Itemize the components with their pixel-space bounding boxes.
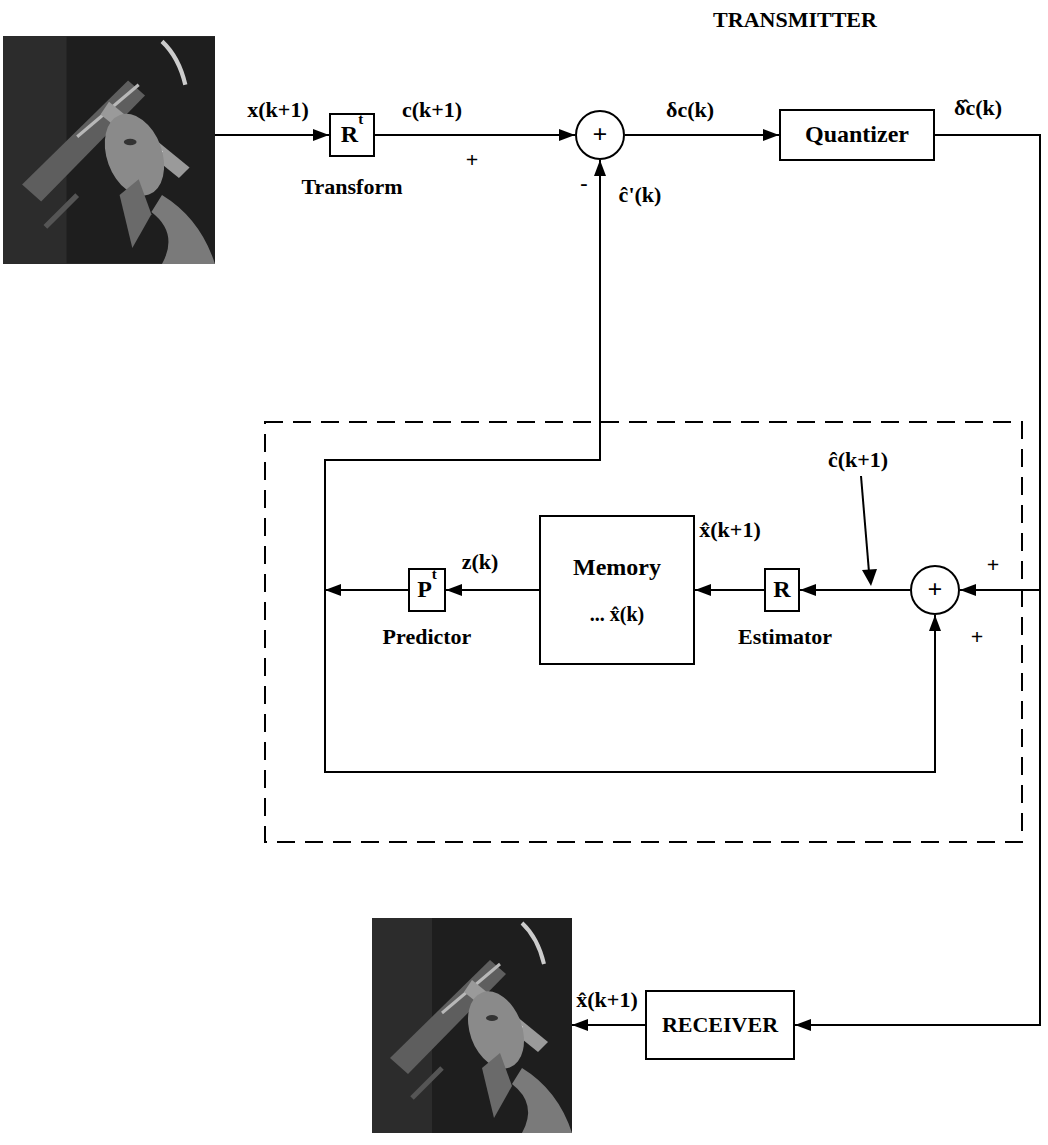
- edge-label: z(k): [462, 549, 499, 574]
- label-wrap: Transform: [301, 174, 402, 199]
- label-wrap: Estimator: [738, 624, 832, 649]
- quantizer-box: Quantizer: [779, 109, 935, 161]
- leader-line: [861, 476, 869, 572]
- leader-arrowhead: [862, 569, 877, 586]
- label-wrap: ĉ(k+1): [828, 447, 888, 472]
- label-wrap: +: [466, 147, 479, 172]
- signal-label: δ̂c(k): [954, 95, 1002, 120]
- signal-label: x̂(k+1): [576, 987, 637, 1012]
- signal-arrow: [325, 590, 935, 772]
- label-wrap: x̂(k+1): [576, 987, 637, 1012]
- estimator-box: R: [764, 568, 800, 612]
- text-holder: Quantizer: [805, 121, 909, 149]
- text-holder: R: [773, 576, 790, 604]
- output-image: [372, 918, 572, 1133]
- signal-arrow: [935, 135, 1040, 590]
- input-image: [3, 36, 215, 264]
- receiver-box: RECEIVER: [645, 990, 795, 1060]
- signal-arrow: [446, 589, 539, 591]
- signal-arrow: [800, 589, 910, 591]
- summing-junction: +: [910, 565, 960, 615]
- junction-circle: [911, 566, 959, 614]
- node-text: t: [358, 111, 363, 128]
- edge-label-wrap: c(k+1): [402, 97, 462, 122]
- edge-label: ĉ'(k): [619, 182, 662, 207]
- signal-label: x(k+1): [247, 97, 308, 122]
- input-arrow: [215, 134, 329, 136]
- edge-label-wrap: x̂(k+1): [699, 517, 760, 542]
- transform-box: Rt: [329, 113, 375, 157]
- node-text: ... x̂(k): [590, 603, 644, 626]
- title-wrap: TRANSMITTER: [713, 7, 877, 32]
- edge-label-wrap: z(k): [462, 549, 499, 574]
- signal-arrow: [375, 134, 575, 136]
- signal-arrow: [695, 589, 764, 591]
- node-text: Quantizer: [805, 121, 909, 149]
- edge-label: δc(k): [666, 97, 714, 122]
- edge-label-wrap: δc(k): [666, 97, 714, 122]
- text-holder: RECEIVER: [662, 1012, 778, 1037]
- signal-label: Estimator: [738, 624, 832, 649]
- signal-arrow: [795, 135, 1040, 1025]
- label-wrap: δ̂c(k): [954, 95, 1002, 120]
- label-wrap: -: [580, 170, 587, 195]
- text-holder: +: [593, 120, 608, 150]
- label-wrap: Predictor: [383, 624, 472, 649]
- edge-label: c(k+1): [402, 97, 462, 122]
- signal-label: +: [987, 552, 1000, 577]
- label-wrap: x(k+1): [247, 97, 308, 122]
- edge-label-wrap: ĉ'(k): [619, 182, 662, 207]
- node-text: Memory: [573, 554, 661, 582]
- summing-junction: +: [575, 110, 625, 160]
- signal-label: Transform: [301, 174, 402, 199]
- node-text: R: [341, 121, 358, 149]
- memory-box: Memory ... x̂(k): [539, 515, 695, 665]
- text-holder: Memory ... x̂(k): [573, 554, 661, 627]
- edge-label: x̂(k+1): [699, 517, 760, 542]
- text-holder: +: [928, 575, 943, 605]
- predictor-box: Pt: [408, 568, 446, 612]
- node-text: R: [773, 576, 790, 604]
- signal-label: ĉ(k+1): [828, 447, 888, 472]
- signal-label: +: [971, 624, 984, 649]
- text-holder: Rt: [341, 121, 363, 149]
- signal-label: +: [466, 147, 479, 172]
- diagram-title: TRANSMITTER: [713, 7, 877, 32]
- signal-label: Predictor: [383, 624, 472, 649]
- output-arrow: [572, 1024, 645, 1026]
- junction-circle: [576, 111, 624, 159]
- node-text: +: [593, 120, 608, 150]
- label-wrap: +: [971, 624, 984, 649]
- label-wrap: +: [987, 552, 1000, 577]
- loop-region: [265, 422, 1022, 842]
- text-holder: Pt: [417, 576, 437, 604]
- node-text: P: [417, 576, 432, 604]
- node-text: t: [432, 566, 437, 583]
- node-text: RECEIVER: [662, 1012, 778, 1037]
- signal-label: -: [580, 170, 587, 195]
- node-text: +: [928, 575, 943, 605]
- signal-arrow: [625, 134, 779, 136]
